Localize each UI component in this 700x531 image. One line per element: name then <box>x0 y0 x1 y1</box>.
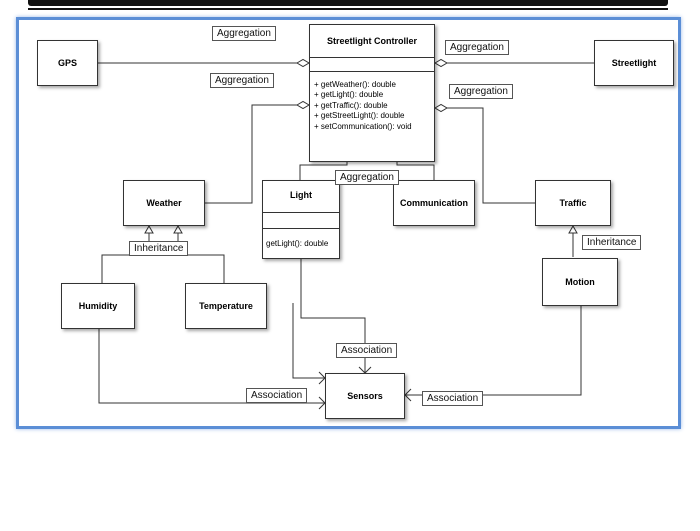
class-gps: GPS <box>37 40 98 86</box>
diagram-frame: Streetlight Controller + getWeather(): d… <box>16 17 681 429</box>
connector-communication-controller <box>396 160 435 180</box>
connector-traffic-controller <box>447 107 535 204</box>
heading-underline <box>28 8 668 10</box>
class-streetlight: Streetlight <box>594 40 674 86</box>
label-aggregation-weather: Aggregation <box>210 73 274 88</box>
class-light: Light getLight(): double <box>262 180 340 259</box>
divider-attributes <box>310 57 434 58</box>
class-name-motion: Motion <box>565 277 595 287</box>
association-line-humidity-sensors <box>98 328 325 404</box>
class-weather: Weather <box>123 180 205 226</box>
class-name-streetlight-controller: Streetlight Controller <box>326 36 417 46</box>
class-humidity: Humidity <box>61 283 135 329</box>
connector-weather-controller <box>205 104 297 204</box>
class-communication: Communication <box>393 180 475 226</box>
operations-list: + getWeather(): double + getLight(): dou… <box>314 80 412 132</box>
class-name-streetlight: Streetlight <box>611 58 657 68</box>
label-aggregation-streetlight: Aggregation <box>445 40 509 55</box>
class-name-sensors: Sensors <box>347 391 383 401</box>
aggregation-diamond-streetlight <box>434 58 448 68</box>
operation-get-weather: + getWeather(): double <box>314 80 396 89</box>
label-association-light: Association <box>336 343 398 358</box>
association-arrowhead-motion <box>404 388 412 402</box>
class-sensors: Sensors <box>325 373 405 419</box>
inheritance-arrow-humidity <box>144 224 154 234</box>
aggregation-diamond-gps <box>296 58 310 68</box>
class-temperature: Temperature <box>185 283 267 329</box>
operation-get-light: + getLight(): double <box>314 90 384 100</box>
operation-get-street-light: + getStreetLight(): double <box>314 111 405 121</box>
label-aggregation-traffic: Aggregation <box>449 84 513 99</box>
class-traffic: Traffic <box>535 180 611 226</box>
class-name-humidity: Humidity <box>78 301 118 311</box>
class-name-communication: Communication <box>399 198 468 208</box>
label-aggregation-light-communication: Aggregation <box>335 170 399 185</box>
operation-set-communication: + setCommunication(): void <box>314 121 412 131</box>
inheritance-arrow-temperature <box>173 224 183 234</box>
divider-light-operations <box>263 228 339 229</box>
association-line-motion-sensors <box>405 305 582 396</box>
operation-light-get-light: getLight(): double <box>266 239 329 248</box>
operation-get-traffic: + getTraffic(): double <box>314 100 388 110</box>
class-name-traffic: Traffic <box>559 198 587 208</box>
label-inheritance-traffic: Inheritance <box>582 235 642 250</box>
aggregation-diamond-traffic <box>434 103 448 113</box>
connector-light-controller <box>299 160 348 180</box>
label-aggregation-gps: Aggregation <box>212 26 276 41</box>
divider-light-attributes <box>263 212 339 213</box>
label-association-temperature-humidity: Association <box>246 388 308 403</box>
divider-operations <box>310 71 434 72</box>
class-name-gps: GPS <box>57 58 77 68</box>
class-streetlight-controller: Streetlight Controller + getWeather(): d… <box>309 24 435 162</box>
label-inheritance-weather: Inheritance <box>129 241 189 256</box>
aggregation-diamond-weather <box>296 100 310 110</box>
heading-strip <box>28 0 668 6</box>
class-motion: Motion <box>542 258 618 306</box>
inheritance-arrow-motion <box>568 224 578 234</box>
class-name-temperature: Temperature <box>199 301 253 311</box>
association-line-temperature-sensors <box>292 303 325 379</box>
class-name-light: Light <box>290 190 312 200</box>
label-association-motion: Association <box>422 391 484 406</box>
class-name-weather: Weather <box>146 198 182 208</box>
